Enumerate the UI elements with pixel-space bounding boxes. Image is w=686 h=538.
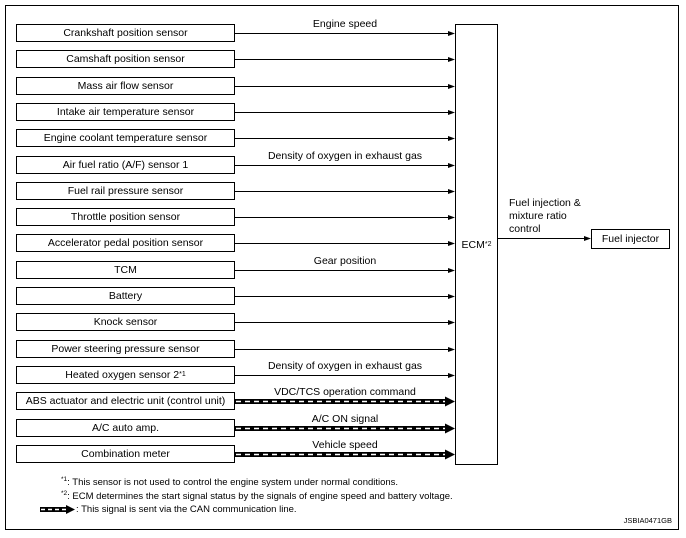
arrow-head bbox=[448, 110, 455, 115]
input-box: Camshaft position sensor bbox=[16, 50, 235, 69]
input-label: Engine coolant temperature sensor bbox=[43, 132, 208, 145]
arrow-head bbox=[448, 84, 455, 89]
input-box: Combination meter bbox=[16, 444, 235, 463]
arrow-head bbox=[448, 241, 455, 246]
ecm-box: ECM*2 bbox=[455, 24, 498, 465]
input-label: Crankshaft position sensor bbox=[63, 27, 188, 39]
footnote-1: *1: This sensor is not used to control t… bbox=[61, 476, 398, 488]
input-label: Air fuel ratio (A/F) sensor 1 bbox=[62, 158, 189, 171]
output-arrow-head bbox=[584, 236, 591, 241]
input-box: Intake air temperature sensor bbox=[16, 102, 235, 121]
input-box: Fuel rail pressure sensor bbox=[16, 181, 235, 200]
arrow-head bbox=[445, 423, 455, 434]
input-box: ABS actuator and electric unit (control … bbox=[16, 392, 235, 411]
input-box: Throttle position sensor bbox=[16, 208, 235, 227]
signal-label: Vehicle speed bbox=[312, 438, 378, 451]
output-label-line2: mixture ratio bbox=[509, 210, 567, 222]
footnote-1-mark: *1 bbox=[61, 476, 68, 483]
input-label: Power steering pressure sensor bbox=[51, 342, 200, 355]
input-label: Mass air flow sensor bbox=[77, 79, 174, 92]
output-label-line3: control bbox=[509, 223, 541, 235]
input-label: Fuel rail pressure sensor bbox=[67, 184, 184, 197]
input-label: A/C auto amp. bbox=[91, 421, 160, 434]
ecm-label: ECM bbox=[461, 238, 485, 251]
signal-label: Engine speed bbox=[312, 17, 378, 30]
signal-label: Gear position bbox=[313, 254, 377, 267]
input-box: Accelerator pedal position sensor bbox=[16, 234, 235, 253]
input-box: Air fuel ratio (A/F) sensor 1 bbox=[16, 155, 235, 174]
fuel-injector-box: Fuel injector bbox=[591, 229, 670, 249]
arrow-head bbox=[448, 31, 455, 36]
arrow-head bbox=[448, 294, 455, 299]
output-signal-label: Fuel injection & mixture ratio control bbox=[509, 197, 589, 236]
fuel-injector-label: Fuel injector bbox=[601, 233, 660, 245]
input-label: ABS actuator and electric unit (control … bbox=[25, 395, 226, 408]
ecm-footnote-mark: *2 bbox=[484, 241, 492, 248]
input-box: Mass air flow sensor bbox=[16, 76, 235, 95]
input-footnote-mark: *1 bbox=[179, 371, 186, 379]
signal-label: Density of oxygen in exhaust gas bbox=[267, 359, 423, 372]
arrow-head bbox=[445, 449, 455, 460]
can-legend-arrow bbox=[66, 505, 75, 514]
input-label: Throttle position sensor bbox=[70, 211, 181, 224]
figure-code: JSBIA0471GB bbox=[623, 516, 672, 525]
input-box: Knock sensor bbox=[16, 313, 235, 332]
arrow-head bbox=[448, 163, 455, 168]
arrow-head bbox=[448, 136, 455, 141]
input-label: Battery bbox=[108, 290, 143, 302]
input-label: Knock sensor bbox=[93, 316, 158, 329]
input-label: Camshaft position sensor bbox=[66, 53, 185, 66]
input-box: Battery bbox=[16, 287, 235, 305]
arrow-head bbox=[448, 320, 455, 325]
input-box: Heated oxygen sensor 2*1 bbox=[16, 365, 235, 384]
footnote-2-text: : ECM determines the start signal status… bbox=[67, 491, 453, 503]
signal-label: VDC/TCS operation command bbox=[274, 385, 416, 398]
input-label: TCM bbox=[114, 263, 137, 276]
input-box: Power steering pressure sensor bbox=[16, 339, 235, 358]
signal-label: Density of oxygen in exhaust gas bbox=[267, 149, 423, 162]
footnote-2-mark: *2 bbox=[61, 490, 68, 497]
input-box: Engine coolant temperature sensor bbox=[16, 129, 235, 148]
input-label: Intake air temperature sensor bbox=[56, 105, 195, 118]
input-box: A/C auto amp. bbox=[16, 418, 235, 437]
input-box: Crankshaft position sensor bbox=[16, 24, 235, 42]
input-label: Heated oxygen sensor 2 bbox=[65, 368, 180, 381]
footnote-2: *2: ECM determines the start signal stat… bbox=[61, 490, 453, 502]
arrow-head bbox=[445, 396, 455, 407]
signal-label: A/C ON signal bbox=[311, 412, 379, 425]
input-box: TCM bbox=[16, 260, 235, 279]
arrow-head bbox=[448, 268, 455, 273]
input-label: Combination meter bbox=[81, 447, 170, 460]
diagram-frame bbox=[5, 5, 679, 530]
arrow-head bbox=[448, 373, 455, 378]
arrow-head bbox=[448, 215, 455, 220]
arrow-head bbox=[448, 347, 455, 352]
arrow-head bbox=[448, 57, 455, 62]
footnote-1-text: : This sensor is not used to control the… bbox=[67, 477, 399, 489]
input-label: Accelerator pedal position sensor bbox=[47, 237, 204, 250]
arrow-head bbox=[448, 189, 455, 194]
output-label-line1: Fuel injection & bbox=[509, 197, 581, 209]
can-legend-text: : This signal is sent via the CAN commun… bbox=[76, 504, 297, 515]
